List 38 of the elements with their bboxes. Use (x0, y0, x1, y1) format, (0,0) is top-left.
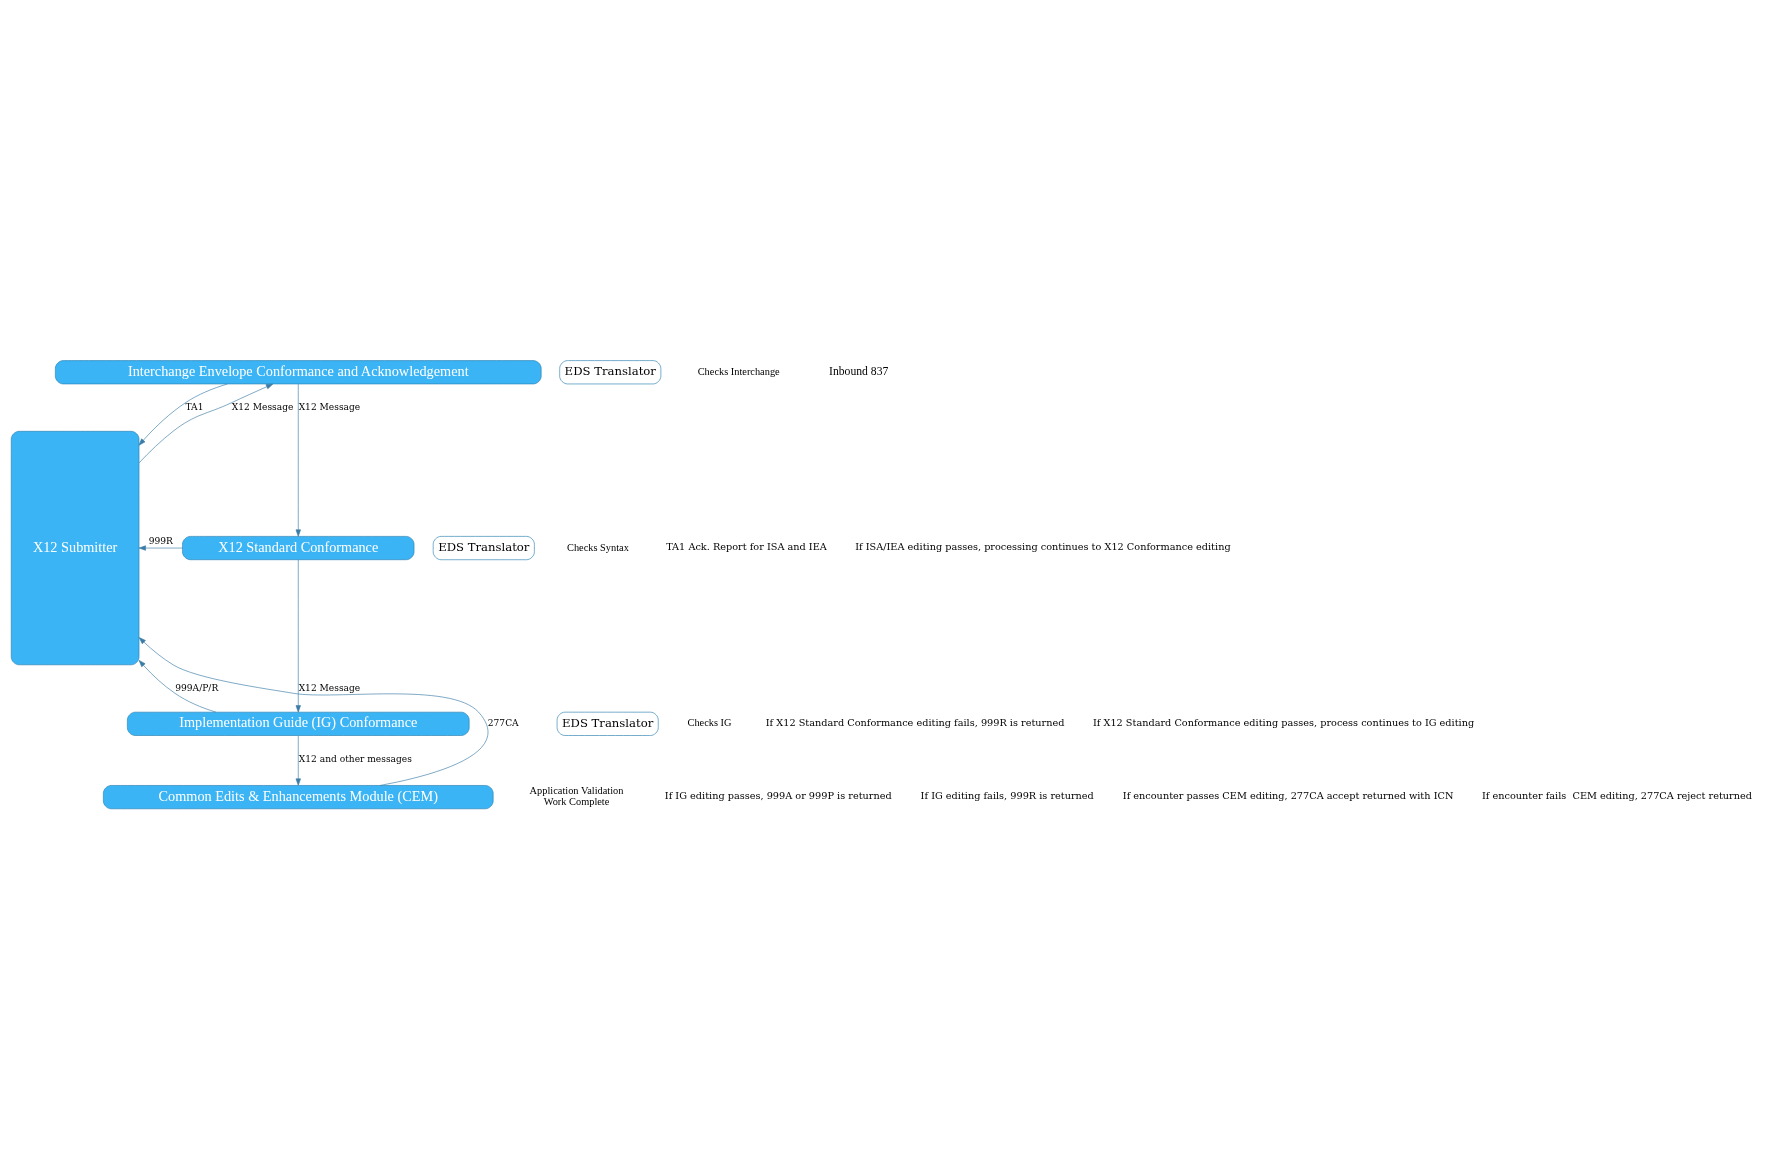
node-box: EDS Translator (432, 535, 535, 560)
label: If IG editing passes, 999A or 999P is returned (664, 789, 892, 801)
label: If X12 Standard Conformance editing fails, 999R is returned (765, 716, 1065, 728)
node-box: Common Edits & Enhancements Module (CEM) (103, 784, 494, 809)
node-label: Work Complete (543, 795, 610, 807)
arrow (295, 734, 301, 786)
label: TA1 Ack. Report for ISA and IEA (666, 540, 827, 552)
node-box: Implementation Guide (IG) Conformance (127, 711, 470, 736)
edge-label: X12 and other messages (298, 753, 412, 764)
arrow (295, 559, 301, 712)
node-label: Checks Interchange (697, 365, 780, 377)
edge-label: X12 Message (298, 401, 361, 412)
label: If X12 Standard Conformance editing passes, process continues to IG editing (1092, 716, 1475, 728)
label: If ISA/IEA editing passes, processing continues to X12 Conformance editing (855, 540, 1231, 552)
edge-label: 999A/P/R (175, 682, 219, 693)
node-label: Checks Syntax (567, 541, 629, 553)
node-label: Application Validation (529, 784, 624, 796)
arrow (138, 383, 228, 446)
edge-label: 277CA (487, 717, 519, 728)
label: If encounter fails CEM editing, 277CA reject returned (1481, 789, 1752, 801)
label: If IG editing fails, 999R is returned (920, 789, 1094, 801)
node-box: X12 Standard Conformance (182, 535, 415, 560)
edge-label: X12 Message (298, 682, 361, 693)
node-label: Checks IG (687, 716, 732, 728)
arrow (138, 383, 274, 463)
arrow (295, 383, 301, 537)
node-box: EDS Translator (559, 359, 662, 384)
label: If encounter passes CEM editing, 277CA accept returned with ICN (1122, 789, 1454, 801)
arrow (138, 659, 217, 712)
arrow (138, 636, 489, 786)
node-box: X12 Submitter (10, 430, 140, 665)
label: Inbound 837 (829, 364, 889, 378)
edge-label: 999R (148, 535, 173, 546)
arrow (138, 544, 183, 551)
node-box: Interchange Envelope Conformance and Acknowledgement (55, 359, 542, 384)
edge-label: X12 Message (231, 401, 294, 412)
edge-label: TA1 (185, 401, 204, 412)
node-box: EDS Translator (556, 711, 659, 736)
